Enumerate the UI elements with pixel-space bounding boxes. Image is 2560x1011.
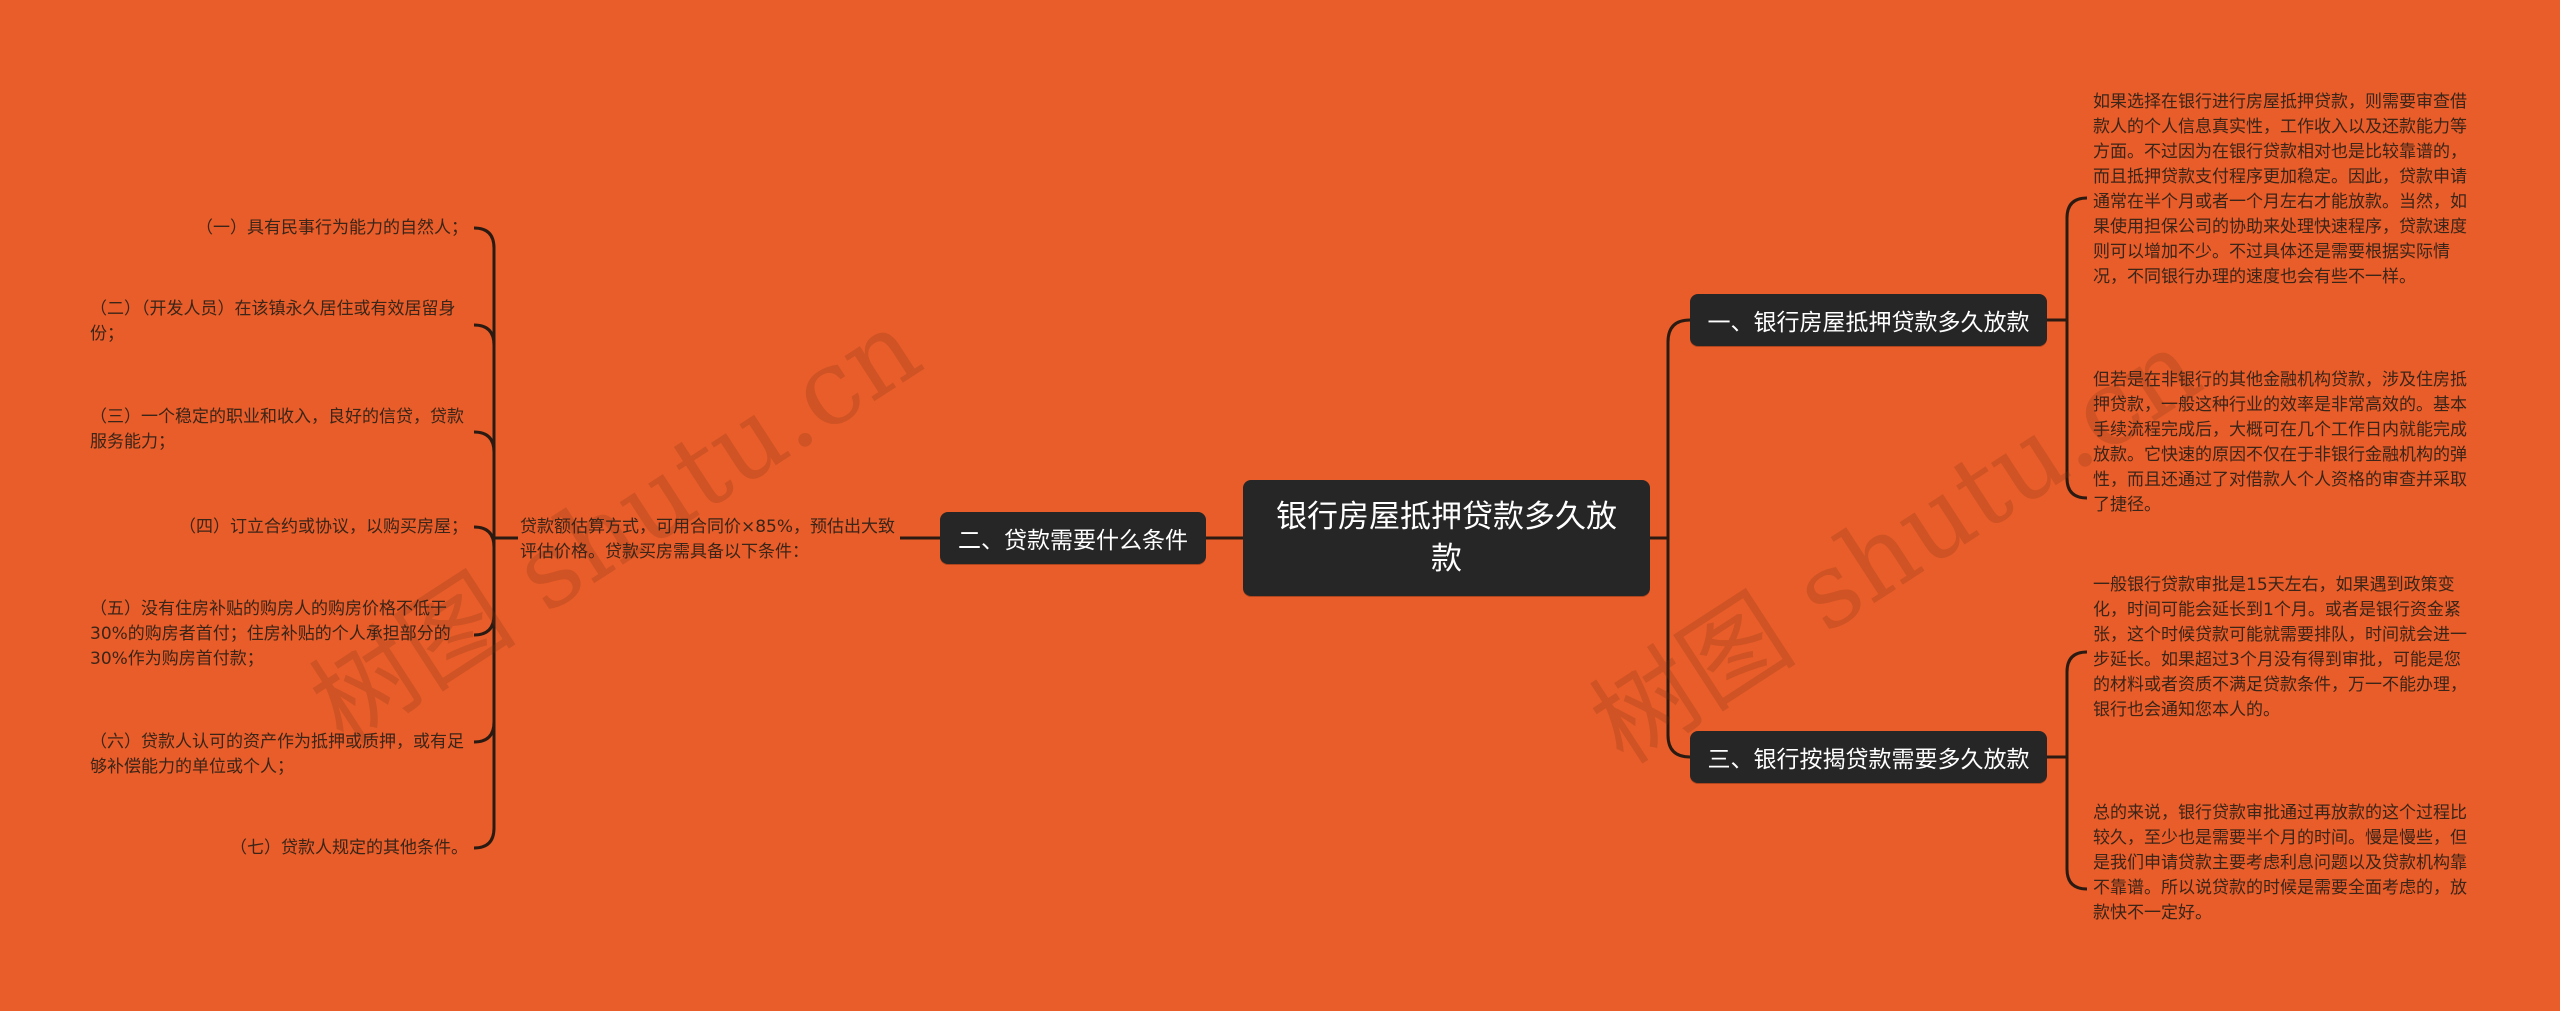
branch-node-mortgage-time[interactable]: 三、银行按揭贷款需要多久放款 bbox=[1690, 731, 2047, 783]
branch-label: 一、银行房屋抵押贷款多久放款 bbox=[1707, 310, 2030, 336]
condition-item-4: （四）订立合约或协议，以购买房屋； bbox=[179, 517, 468, 537]
condition-item-3: （三）一个稳定的职业和收入，良好的信贷，贷款服务能力； bbox=[90, 407, 464, 452]
condition-item-7: （七）贷款人规定的其他条件。 bbox=[230, 838, 468, 858]
intro-text-loan-estimate: 贷款额估算方式，可用合同价×85%，预估出大致评估价格。贷款买房需具备以下条件： bbox=[520, 517, 896, 562]
condition-item-5: （五）没有住房补贴的购房人的购房价格不低于30%的购房者首付；住房补贴的个人承担… bbox=[90, 599, 451, 669]
root-node[interactable]: 银行房屋抵押贷款多久放款 bbox=[1243, 480, 1650, 596]
branch-label: 三、银行按揭贷款需要多久放款 bbox=[1707, 747, 2030, 773]
branch-node-conditions[interactable]: 二、贷款需要什么条件 bbox=[940, 512, 1206, 564]
condition-item-2: （二）（开发人员）在该镇永久居住或有效居留身份； bbox=[90, 299, 456, 344]
detail-text-summary: 总的来说，银行贷款审批通过再放款的这个过程比较久，至少也是需要半个月的时间。慢是… bbox=[2093, 803, 2467, 923]
detail-text-non-bank: 但若是在非银行的其他金融机构贷款，涉及住房抵押贷款，一般这种行业的效率是非常高效… bbox=[2093, 370, 2467, 515]
detail-text-approval-time: 一般银行贷款审批是15天左右，如果遇到政策变化，时间可能会延长到1个月。或者是银… bbox=[2093, 575, 2467, 720]
branch-label: 二、贷款需要什么条件 bbox=[958, 528, 1188, 554]
condition-item-1: （一）具有民事行为能力的自然人； bbox=[196, 218, 468, 238]
root-title: 银行房屋抵押贷款多久放款 bbox=[1276, 499, 1617, 577]
branch-node-release-time[interactable]: 一、银行房屋抵押贷款多久放款 bbox=[1690, 294, 2047, 346]
detail-text-bank-mortgage: 如果选择在银行进行房屋抵押贷款，则需要审查借款人的个人信息真实性，工作收入以及还… bbox=[2093, 92, 2467, 287]
condition-item-6: （六）贷款人认可的资产作为抵押或质押，或有足够补偿能力的单位或个人； bbox=[90, 732, 464, 777]
